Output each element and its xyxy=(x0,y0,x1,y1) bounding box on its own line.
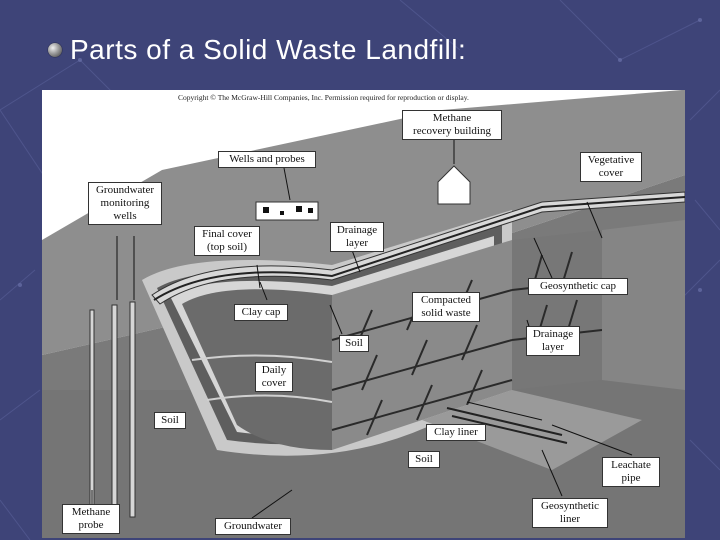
label-soil-bottom: Soil xyxy=(408,451,440,468)
label-compacted-solid-waste: Compacted solid waste xyxy=(412,292,480,322)
label-soil-left: Soil xyxy=(154,412,186,429)
label-daily-cover: Daily cover xyxy=(255,362,293,392)
label-methane-recovery-building: Methane recovery building xyxy=(402,110,502,140)
methane-building xyxy=(437,165,471,205)
label-wells-and-probes: Wells and probes xyxy=(218,151,316,168)
label-final-cover: Final cover (top soil) xyxy=(194,226,260,256)
label-clay-cap: Clay cap xyxy=(234,304,288,321)
label-methane-probe: Methane probe xyxy=(62,504,120,534)
sphere-bullet-icon xyxy=(48,43,62,57)
right-soil-cut xyxy=(602,220,685,390)
waste-cells-right xyxy=(512,230,602,390)
slide-title: Parts of a Solid Waste Landfill: xyxy=(48,28,466,72)
label-clay-liner: Clay liner xyxy=(426,424,486,441)
label-geosynthetic-liner: Geosynthetic liner xyxy=(532,498,608,528)
wells-and-probes-marker xyxy=(255,201,319,221)
label-groundwater: Groundwater xyxy=(215,518,291,535)
label-leachate-pipe: Leachate pipe xyxy=(602,457,660,487)
slide-title-text: Parts of a Solid Waste Landfill: xyxy=(70,34,467,65)
label-vegetative-cover: Vegetative cover xyxy=(580,152,642,182)
label-drainage-layer-right: Drainage layer xyxy=(526,326,580,356)
label-groundwater-monitoring-wells: Groundwater monitoring wells xyxy=(88,182,162,225)
label-soil-middle: Soil xyxy=(339,335,369,352)
daily-cover-lines xyxy=(331,251,603,436)
label-geosynthetic-cap: Geosynthetic cap xyxy=(528,278,628,295)
label-drainage-layer-top: Drainage layer xyxy=(330,222,384,252)
landfill-diagram: Copyright © The McGraw-Hill Companies, I… xyxy=(42,90,685,538)
leachate-trench xyxy=(422,390,642,470)
copyright-notice: Copyright © The McGraw-Hill Companies, I… xyxy=(178,93,469,102)
label-leader-lines xyxy=(91,140,633,519)
